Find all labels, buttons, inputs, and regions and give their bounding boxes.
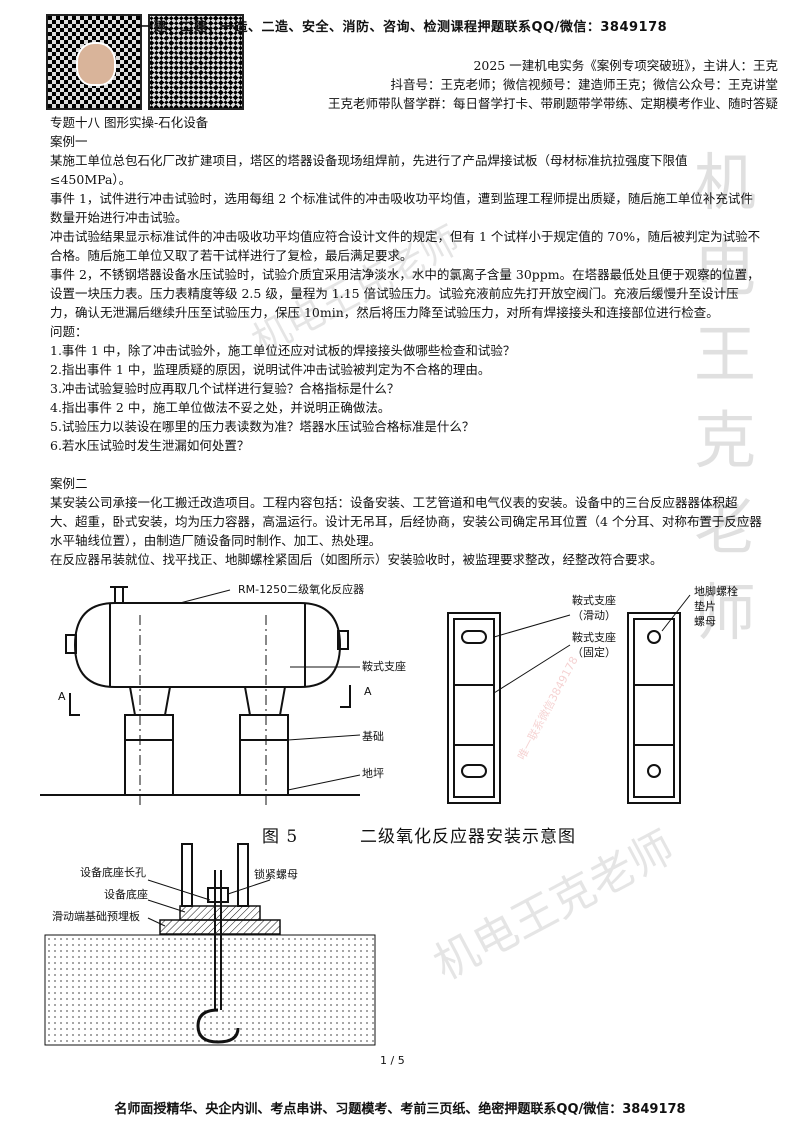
slot-label: 设备底座长孔 [80, 866, 146, 879]
watermark-char: 师 [693, 576, 756, 649]
anchor-labels: 地脚螺栓 垫片 螺母 [694, 584, 738, 629]
locknut-label: 锁紧螺母 [254, 868, 298, 881]
case2-paragraph: 在反应器吊装就位、找平找正、地脚螺栓紧固后（如图所示）安装验收时，被监理要求整改… [50, 552, 663, 567]
nut-label: 螺母 [694, 615, 716, 628]
watermark-char: 克 [693, 404, 756, 477]
fixed-saddle-label: 鞍式支座 （固定） [572, 630, 616, 660]
foundation-left [124, 714, 174, 796]
anchor-bolt-label: 地脚螺栓 [694, 585, 738, 598]
figure-number: 图 5 [262, 827, 299, 847]
label-text: （固定） [572, 646, 616, 659]
foundation-right [239, 714, 289, 796]
foundation-label: 基础 [362, 730, 384, 743]
label-text: 鞍式支座 [572, 631, 616, 644]
watermark-char: 老 [693, 490, 756, 563]
saddle-fixed-view [627, 612, 681, 804]
header-line-2: 抖音号：王克老师；微信视频号：建造师王克；微信公众号：王克讲堂 [390, 77, 778, 92]
question: 2.指出事件 1 中，监理质疑的原因，说明试件冲击试验被判定为不合格的理由。 [50, 362, 491, 377]
questions-title: 问题： [50, 324, 88, 339]
watermark-char: 电 [693, 232, 756, 305]
washer-label: 垫片 [694, 600, 716, 613]
figure-5 [40, 586, 691, 805]
case1-paragraph: 某施工单位总包石化厂改扩建项目，塔区的塔器设备现场组焊前，先进行了产品焊接试板（… [50, 153, 688, 187]
qr-code-douyin [46, 14, 142, 110]
header-line-1: 2025 一建机电实务《案例专项突破班》，主讲人：王克 [473, 58, 778, 73]
saddle-sliding-view [447, 612, 501, 804]
question: 6.若水压试验时发生泄漏如何处置？ [50, 438, 250, 453]
floor-label: 地坪 [362, 767, 384, 780]
label-text: （滑动） [572, 609, 616, 622]
avatar [76, 42, 116, 86]
sliding-saddle-label: 鞍式支座 （滑动） [572, 593, 616, 623]
case1-title: 案例一 [50, 134, 88, 149]
question: 5.试验压力以装设在哪里的压力表读数为准？塔器水压试验合格标准是什么？ [50, 419, 475, 434]
concrete-foundation [44, 934, 376, 1046]
top-banner: 一建、二建、一造、二造、安全、消防、咨询、检测课程押题联系QQ/微信：38491… [140, 20, 668, 35]
page-number: 1 / 5 [380, 1054, 405, 1067]
topic-title: 专题十八 图形实操-石化设备 [50, 115, 209, 130]
figure-title: 二级氧化反应器安装示意图 [360, 827, 576, 847]
saddle-right [244, 686, 286, 716]
document-body: 专题十八 图形实操-石化设备 案例一 某施工单位总包石化厂改扩建项目，塔区的塔器… [50, 113, 762, 569]
section-mark-right: A [364, 685, 372, 698]
case2-paragraph: 某安装公司承接一化工搬迁改造项目。工程内容包括：设备安装、工艺管道和电气仪表的安… [50, 495, 762, 548]
question: 3.冲击试验复验时应再取几个试样进行复验？合格指标是什么？ [50, 381, 400, 396]
watermark-vertical: 机 电 王 克 老 师 [690, 140, 760, 656]
header-line-3: 王克老师带队督学群：每日督学打卡、带刷题带学带练、定期模考作业、随时答疑 [327, 96, 778, 111]
case2-title: 案例二 [50, 476, 88, 491]
label-text: 鞍式支座 [572, 594, 616, 607]
watermark-char: 王 [693, 318, 756, 391]
case1-paragraph: 事件 1，试件进行冲击试验时，选用每组 2 个标准试件的冲击吸收功平均值，遭到监… [50, 191, 753, 225]
anchor-detail-figure [44, 843, 376, 1046]
case1-paragraph: 冲击试验结果显示标准试件的冲击吸收功平均值应符合设计文件的规定，但有 1 个试样… [50, 229, 761, 263]
qr-code-wechat [148, 14, 244, 110]
question: 4.指出事件 2 中，施工单位做法不妥之处，并说明正确做法。 [50, 400, 391, 415]
vessel-label: RM-1250二级氧化反应器 [238, 583, 365, 596]
spacer [50, 455, 762, 474]
section-mark-left: A [58, 690, 66, 703]
plate-label: 滑动端基础预埋板 [52, 910, 140, 923]
watermark-char: 机 [693, 146, 756, 219]
case1-paragraph: 事件 2，不锈钢塔器设备水压试验时，试验介质宜采用洁净淡水，水中的氯离子含量 3… [50, 267, 760, 320]
footer-banner: 名师面授精华、央企内训、考点串讲、习题模考、考前三页纸、绝密押题联系QQ/微信：… [114, 1102, 686, 1117]
base-label: 设备底座 [104, 888, 148, 901]
saddle-label: 鞍式支座 [362, 660, 406, 673]
question: 1.事件 1 中，除了冲击试验外，施工单位还应对试板的焊接接头做哪些检查和试验？ [50, 343, 516, 358]
reactor-vessel [73, 602, 342, 688]
saddle-left [129, 686, 171, 716]
